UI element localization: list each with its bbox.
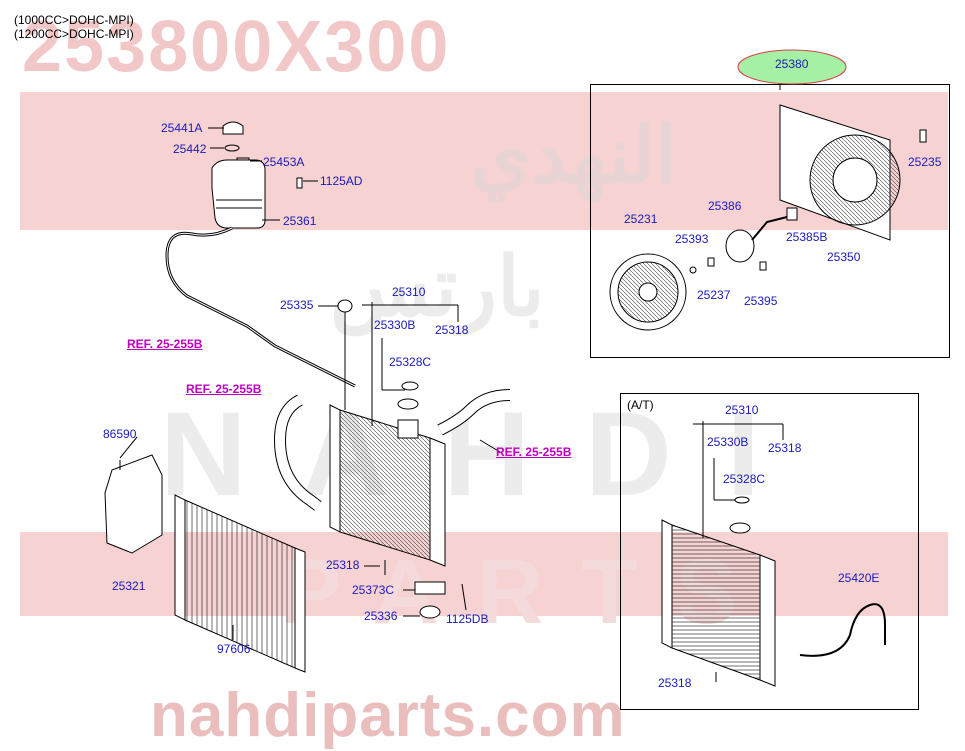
side-cover bbox=[104, 454, 163, 554]
radiator-cap-25335 bbox=[337, 299, 353, 313]
part-label-25453a[interactable]: 25453A bbox=[263, 155, 305, 169]
gasket-25328c bbox=[401, 381, 419, 391]
engine-note-1: (1000CC>DOHC-MPI) bbox=[14, 13, 134, 27]
part-label-25336[interactable]: 25336 bbox=[364, 609, 398, 623]
bolt-1125ad bbox=[296, 177, 303, 189]
coolant-reservoir bbox=[211, 159, 266, 229]
part-label-25335[interactable]: 25335 bbox=[280, 298, 314, 312]
part-label-25318-bottom[interactable]: 25318 bbox=[326, 558, 360, 572]
ref-link-upper-hose[interactable]: REF. 25-255B bbox=[186, 382, 262, 396]
part-label-25373c[interactable]: 25373C bbox=[352, 583, 395, 597]
part-label-25237[interactable]: 25237 bbox=[697, 288, 731, 302]
part-label-1125ad[interactable]: 1125AD bbox=[320, 174, 363, 188]
part-label-25385b[interactable]: 25385B bbox=[786, 230, 828, 244]
fan-assembly-frame bbox=[590, 84, 950, 358]
part-label-25386[interactable]: 25386 bbox=[708, 199, 742, 213]
part-label-25361[interactable]: 25361 bbox=[283, 214, 317, 228]
watermark-arabic-top: النهدي bbox=[470, 111, 677, 199]
at-label: (A/T) bbox=[627, 398, 654, 412]
reservoir-hose bbox=[165, 226, 356, 388]
ref-link-lower-hose[interactable]: REF. 25-255B bbox=[496, 445, 572, 459]
watermark-parts: PARTS bbox=[280, 541, 775, 643]
fan-shroud bbox=[779, 104, 901, 241]
part-label-25310[interactable]: 25310 bbox=[392, 285, 426, 299]
at-part-label-25328c[interactable]: 25328C bbox=[723, 472, 766, 486]
part-label-25441a[interactable]: 25441A bbox=[161, 121, 203, 135]
part-label-25395[interactable]: 25395 bbox=[744, 294, 778, 308]
bolt-25235 bbox=[919, 129, 927, 143]
part-label-97606[interactable]: 97606 bbox=[217, 642, 251, 656]
part-label-25393[interactable]: 25393 bbox=[675, 232, 709, 246]
main-radiator bbox=[329, 398, 446, 567]
highlighted-part-label[interactable]: 25380 bbox=[775, 57, 809, 71]
watermark-nahdi: NAHDI bbox=[160, 387, 815, 521]
at-part-label-25330b[interactable]: 25330B bbox=[707, 435, 749, 449]
part-label-25328c[interactable]: 25328C bbox=[389, 355, 432, 369]
watermark-part-code: 253800X300 bbox=[22, 7, 451, 87]
part-label-25330b[interactable]: 25330B bbox=[374, 318, 416, 332]
cooling-fan bbox=[609, 253, 687, 331]
part-label-25420e[interactable]: 25420E bbox=[838, 571, 880, 585]
at-radiator bbox=[661, 519, 776, 687]
part-label-25350[interactable]: 25350 bbox=[827, 250, 861, 264]
ref-link-reservoir-hose[interactable]: REF. 25-255B bbox=[127, 337, 203, 351]
at-part-label-25310[interactable]: 25310 bbox=[725, 403, 759, 417]
at-part-label-25318-bottom[interactable]: 25318 bbox=[658, 676, 692, 690]
watermark-arabic-mid: بارتس bbox=[330, 242, 545, 333]
part-label-25235[interactable]: 25235 bbox=[908, 155, 942, 169]
at-part-label-25318-top[interactable]: 25318 bbox=[768, 441, 802, 455]
mount-25336 bbox=[419, 605, 441, 619]
part-label-1125db[interactable]: 1125DB bbox=[446, 612, 489, 626]
at-radiator-frame bbox=[620, 393, 919, 710]
reservoir-cap bbox=[222, 121, 244, 135]
connector-25385b bbox=[751, 216, 788, 241]
cap-gasket bbox=[224, 144, 240, 152]
bracket-25373c bbox=[414, 581, 446, 595]
highlight-ellipse bbox=[737, 49, 847, 85]
part-label-25318-top[interactable]: 25318 bbox=[435, 323, 469, 337]
part-label-25442[interactable]: 25442 bbox=[173, 142, 207, 156]
fan-motor bbox=[725, 229, 755, 263]
part-label-25231[interactable]: 25231 bbox=[624, 212, 658, 226]
part-label-25321[interactable]: 25321 bbox=[112, 579, 146, 593]
engine-note-2: (1200CC>DOHC-MPI) bbox=[14, 27, 134, 41]
oil-cooler-hose-25420e bbox=[799, 603, 886, 657]
parts-diagram bbox=[104, 49, 927, 687]
condenser bbox=[174, 494, 306, 673]
part-label-86590[interactable]: 86590 bbox=[103, 427, 137, 441]
